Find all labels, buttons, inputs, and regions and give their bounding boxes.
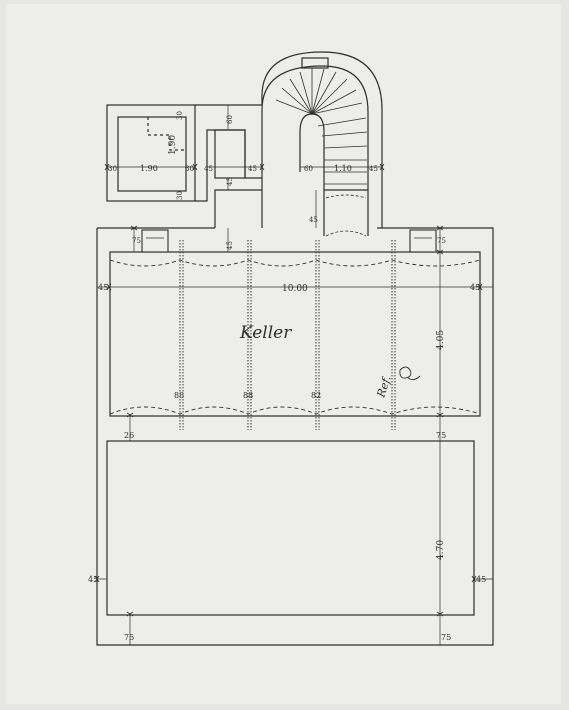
dim-right-chimney: 75 [437,237,446,245]
dim-stair-right: 45 [369,165,378,173]
dim-chimney-w: 45 [204,165,213,173]
dim-small-room-left: 30 [108,165,117,173]
stair-top-block [301,57,329,69]
dim-small-room-w: 1.90 [140,164,158,173]
dim-right-wall-lower: 45 [476,575,486,584]
dim-right-wall: 45 [470,283,480,292]
dim-pier-3: 82 [311,391,321,400]
lower-room [106,440,475,616]
cellar-room [109,251,481,417]
dim-left-wall: 45 [98,283,108,292]
dim-stair-below: 45 [309,216,318,224]
dim-pier-1: 88 [174,391,184,400]
dim-small-room-bottom: 30 [176,191,184,200]
chimney-right [409,229,437,253]
chimney-block [214,129,246,179]
dim-chimney-d: 45 [226,177,234,186]
dim-stair-60: 60 [304,165,313,173]
dimension-lines [97,105,493,645]
stair-tower-inner [261,65,369,236]
dim-stair-w: 1.10 [334,164,352,173]
stair-tower-outer [261,51,383,228]
dim-small-room-right: 30 [185,165,194,173]
dim-pier-2: 88 [243,391,253,400]
dim-cellar-bottom-right: 75 [436,431,446,440]
small-room-outer [106,104,196,202]
dim-small-room-top: 30 [176,111,184,120]
dim-corridor-60: 60 [226,115,234,124]
dim-wall-mid: 45 [226,241,234,250]
chimney-left [141,229,169,253]
dimension-ticks [94,163,483,617]
small-room-corner [147,117,186,151]
dim-cellar-bottom-left: 26 [124,431,134,440]
dim-small-room-d: 1.90 [168,135,178,155]
dim-left-chimney: 75 [132,237,141,245]
dim-cellar-depth: 4.05 [436,330,446,350]
dim-width-total: 10.00 [282,284,308,294]
outer-wall [96,227,494,646]
paper-sheet [6,4,561,704]
room-label-keller: Keller [239,323,292,343]
stair-treads [275,68,368,237]
dim-left-wall-lower: 45 [88,575,98,584]
dim-corridor-45: 45 [248,165,257,173]
dim-lower-left: 75 [441,633,451,642]
small-room-inner [117,116,187,192]
dim-lower-bottom-left: 75 [124,633,134,642]
vault-arcs [109,259,481,415]
dim-lower-depth: 4.70 [436,540,446,560]
signature-flourish [399,366,421,381]
